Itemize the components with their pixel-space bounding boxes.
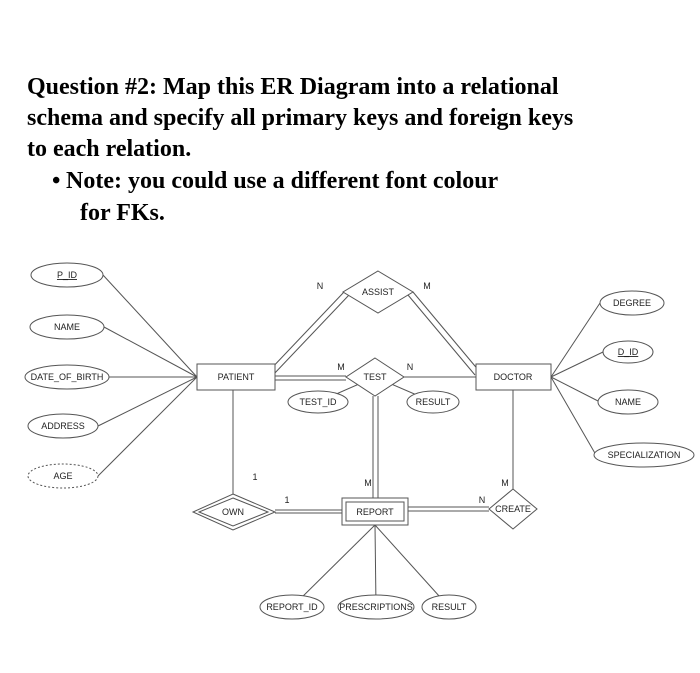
attribute-test-id-label: TEST_ID [299,397,337,407]
attribute-name-doctor: NAME [597,389,659,415]
attribute-result-test-label: RESULT [416,397,451,407]
bullet-icon: • [52,168,61,194]
attribute-result-report-label: RESULT [432,602,467,612]
relationship-assist: ASSIST [342,270,414,314]
question-line-2: schema and specify all primary keys and … [27,105,574,131]
cardinality-test-doctor: N [407,362,414,372]
cardinality-create-report: N [479,495,486,505]
attribute-result-test: RESULT [406,390,460,414]
entity-doctor: DOCTOR [475,363,552,391]
attribute-age-label: AGE [53,471,72,481]
entity-patient-label: PATIENT [218,372,255,382]
question-line-3: to each relation. [27,136,192,162]
cardinality-test-report: M [364,478,372,488]
attribute-address-label: ADDRESS [41,421,85,431]
attribute-prescriptions: PRESCRIPTIONS [337,594,415,620]
attribute-name-patient-label: NAME [54,322,80,332]
note-line-2: for FKs. [80,200,165,226]
cardinality-own-patient: 1 [252,472,257,482]
note-line-1: Note: you could use a different font col… [66,168,499,194]
attribute-degree: DEGREE [599,290,665,316]
attribute-address: ADDRESS [27,413,99,439]
cardinality-create-doctor: M [501,478,509,488]
attribute-report-id-label: REPORT_ID [266,602,318,612]
attribute-d-id: D_ID [602,340,654,364]
relationship-create: CREATE [488,488,538,530]
attribute-name-patient: NAME [29,314,105,340]
attribute-degree-label: DEGREE [613,298,651,308]
attribute-name-doctor-label: NAME [615,397,641,407]
cardinality-assist-patient: N [317,281,324,291]
entity-report-label: REPORT [356,507,394,517]
attribute-specialization: SPECIALIZATION [593,442,695,468]
relationship-assist-label: ASSIST [362,287,395,297]
entity-patient: PATIENT [196,363,276,391]
attribute-age-derived: AGE [27,463,99,489]
attribute-prescriptions-label: PRESCRIPTIONS [339,602,413,612]
attribute-result-report: RESULT [421,594,477,620]
attribute-report-id: REPORT_ID [259,594,325,620]
attribute-test-id: TEST_ID [287,390,349,414]
relationship-test-label: TEST [363,372,387,382]
attribute-p-id-label: P_ID [57,270,78,280]
attribute-d-id-label: D_ID [618,347,639,357]
cardinality-own-report: 1 [284,495,289,505]
relationship-own-label: OWN [222,507,244,517]
relationship-create-label: CREATE [495,504,531,514]
relationship-test: TEST [345,357,405,397]
entity-doctor-label: DOCTOR [494,372,533,382]
relationship-own: OWN [191,493,277,531]
cardinality-assist-doctor: M [423,281,431,291]
entity-report: REPORT [341,497,409,526]
cardinality-test-patient: M [337,362,345,372]
question-line-1: Question #2: Map this ER Diagram into a … [27,74,559,100]
attribute-p-id: P_ID [30,262,104,288]
attribute-date-of-birth-label: DATE_OF_BIRTH [31,372,104,382]
connector-lines [97,274,604,608]
attribute-date-of-birth: DATE_OF_BIRTH [24,364,110,390]
attribute-specialization-label: SPECIALIZATION [608,450,681,460]
